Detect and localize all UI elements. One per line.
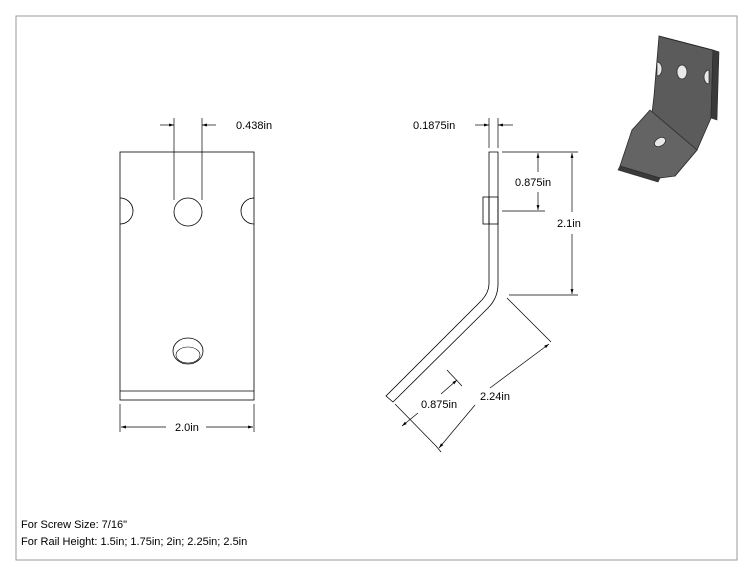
dim-lower-hole-offset: [394, 369, 463, 447]
front-view-plate: [119, 151, 255, 401]
dim-angled-length: [435, 297, 552, 453]
width-label: 2.0in: [175, 422, 199, 434]
thickness-label: 0.1875in: [413, 120, 455, 132]
bottom-hole: [172, 337, 204, 365]
lower-hole-offset-label: 0.875in: [421, 399, 457, 411]
dim-thickness: [475, 118, 513, 148]
side-view-profile: [385, 151, 499, 403]
top-center-hole: [173, 197, 203, 227]
dim-width: [119, 404, 255, 432]
left-slot: [119, 197, 134, 225]
hole-spacing-label: 0.438in: [236, 120, 272, 132]
iso-bottom-hole: [654, 137, 666, 147]
iso-left-slot: [656, 61, 663, 77]
iso-right-slot: [703, 69, 710, 85]
dim-vertical-height: [509, 151, 578, 296]
isometric-view: [617, 35, 720, 183]
iso-top-hole: [676, 64, 688, 80]
sheet-border: [15, 15, 738, 561]
side-view-hole-tab: [482, 196, 499, 225]
upper-hole-offset-label: 0.875in: [515, 177, 551, 189]
angled-length-label: 2.24in: [480, 391, 510, 403]
side-view: [385, 151, 499, 403]
vertical-height-label: 2.1in: [557, 218, 581, 230]
rail-height-note: For Rail Height: 1.5in; 1.75in; 2in; 2.2…: [21, 536, 248, 548]
dim-hole-spacing: [160, 118, 216, 200]
right-slot: [240, 197, 255, 225]
front-view: [119, 151, 255, 401]
dim-upper-hole-offset: [502, 151, 545, 212]
screw-size-note: For Screw Size: 7/16": [21, 519, 127, 531]
